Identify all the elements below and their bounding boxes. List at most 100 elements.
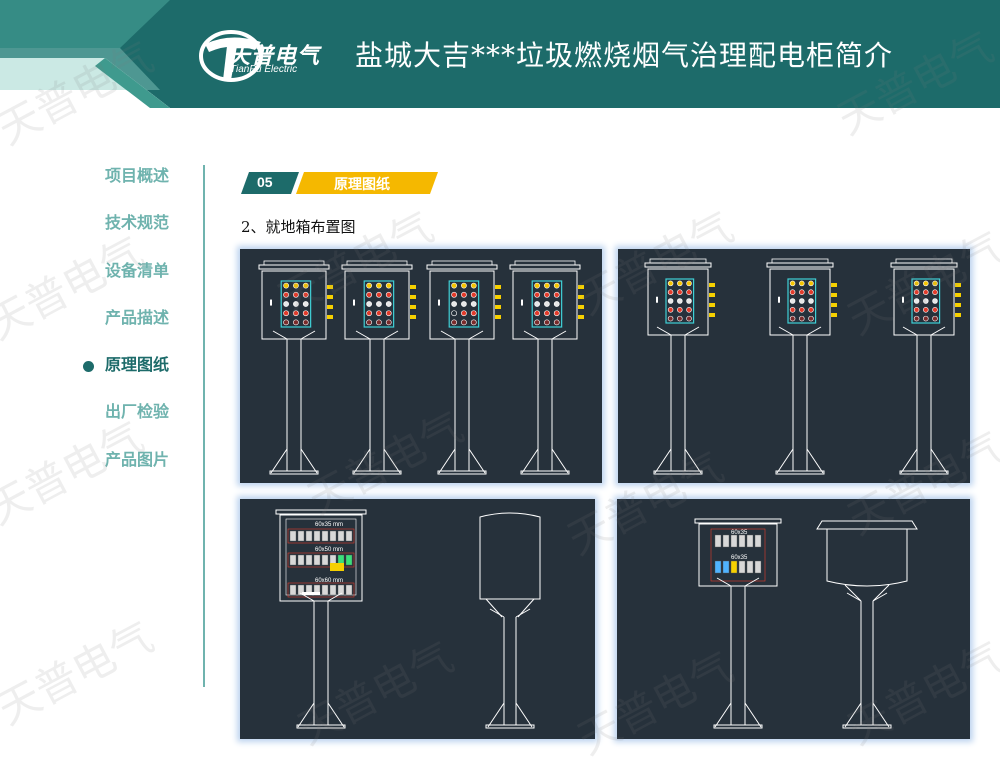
indicator-light (302, 282, 309, 289)
indicator-light (470, 301, 477, 307)
cable-gland (709, 293, 715, 297)
foot-line (383, 448, 401, 474)
indicator-light (293, 319, 299, 326)
section-number-tag: 05 (241, 172, 299, 194)
indicator-light (376, 301, 382, 307)
indicator-light (553, 282, 560, 289)
cabinet-roof (644, 262, 712, 268)
indicator-light (686, 298, 692, 304)
breaker (321, 584, 329, 596)
foot-line (468, 448, 486, 474)
indicator-light (686, 307, 692, 313)
cabinet-body (698, 523, 778, 587)
breaker (321, 554, 329, 566)
indicator-light (366, 319, 372, 326)
indicator-light (799, 289, 805, 295)
cable-gland (410, 295, 416, 299)
indicator-light (544, 282, 550, 289)
indicator-light (544, 291, 550, 298)
breaker (754, 560, 762, 574)
bracket-line (872, 592, 888, 602)
indicator-light (913, 289, 920, 295)
bracket-line (744, 577, 760, 587)
indicator-light (686, 280, 692, 287)
indicator-light (470, 291, 477, 298)
side-bracket (872, 584, 890, 602)
side-roof (816, 520, 918, 530)
indicator-light (376, 291, 382, 298)
nav-item-label: 项目概述 (105, 168, 170, 185)
nav-item-label: 产品图片 (105, 451, 170, 469)
foot-line (684, 448, 702, 474)
indicator-light (913, 298, 920, 304)
cable-gland (578, 315, 584, 319)
din-rail-zone (287, 528, 355, 544)
nav-divider (203, 165, 205, 687)
drawing-panel-inside-view-a: 60x35 mm 60x50 mm 60x60 mm (240, 499, 595, 739)
breaker (289, 584, 297, 596)
indicator-light (534, 291, 540, 298)
row-label-1: 60x35 mm (315, 522, 343, 528)
indicator-light (932, 289, 938, 295)
indicator-light (283, 310, 289, 317)
terminal-block (330, 563, 344, 571)
breaker (730, 560, 738, 574)
breaker (289, 530, 297, 542)
cabinet-body (647, 268, 709, 336)
indicator-light (544, 301, 550, 307)
indicator-light (677, 298, 683, 304)
breaker (297, 554, 305, 566)
indicator-light (789, 315, 796, 322)
bracket-line (327, 592, 343, 602)
cable-gland (495, 305, 501, 309)
foot-line (744, 702, 762, 728)
indicator-light (534, 282, 540, 289)
indicator-light (451, 282, 457, 289)
drawing-panel-inside-view-b: 60x35 60x35 (617, 499, 970, 739)
indicator-light (544, 319, 550, 326)
cabinet-roof-top (895, 258, 953, 264)
indicator-light (923, 289, 929, 295)
cabinet-roof (694, 518, 782, 524)
bracket-line (272, 330, 288, 340)
bracket-line (468, 330, 484, 340)
breaker (738, 534, 746, 548)
nav-item-description[interactable]: 产品描述 (80, 307, 195, 354)
indicator-light (470, 282, 477, 289)
foot-line (300, 448, 318, 474)
bracket-line (716, 577, 732, 587)
nav-item-photos[interactable]: 产品图片 (80, 449, 195, 496)
cabinet-body (344, 270, 410, 340)
door-handle (656, 296, 658, 303)
bracket-line (383, 330, 399, 340)
base-plate (899, 470, 949, 475)
nav-item-equipment[interactable]: 设备清单 (80, 260, 195, 307)
nav-item-drawings[interactable]: 原理图纸 (80, 354, 195, 401)
breaker (337, 584, 345, 596)
indicator-light (293, 310, 299, 317)
nav-item-inspection[interactable]: 出厂检验 (80, 401, 195, 448)
indicator-light (686, 289, 692, 295)
breaker (297, 584, 305, 596)
bracket-line (684, 326, 700, 336)
indicator-light (302, 310, 309, 317)
indicator-light (451, 310, 457, 317)
indicator-light (677, 307, 683, 313)
cabinet-roof-top (263, 260, 325, 266)
indicator-light (932, 280, 938, 287)
indicator-light (799, 280, 805, 287)
indicator-light (789, 280, 796, 287)
indicator-light (808, 289, 814, 295)
indicator-light (461, 301, 467, 307)
cabinet-body (893, 268, 955, 336)
section-title-tag: 原理图纸 (296, 172, 438, 194)
nav-item-label: 技术规范 (105, 215, 170, 233)
foot-line (327, 702, 345, 728)
nameplate (302, 592, 320, 595)
nav-item-overview[interactable]: 项目概述 (80, 165, 195, 212)
indicator-light (366, 301, 372, 307)
nav-item-specs[interactable]: 技术规范 (80, 212, 195, 259)
indicator-light (293, 291, 299, 298)
breaker (345, 554, 353, 566)
mounting-plate (285, 518, 357, 596)
